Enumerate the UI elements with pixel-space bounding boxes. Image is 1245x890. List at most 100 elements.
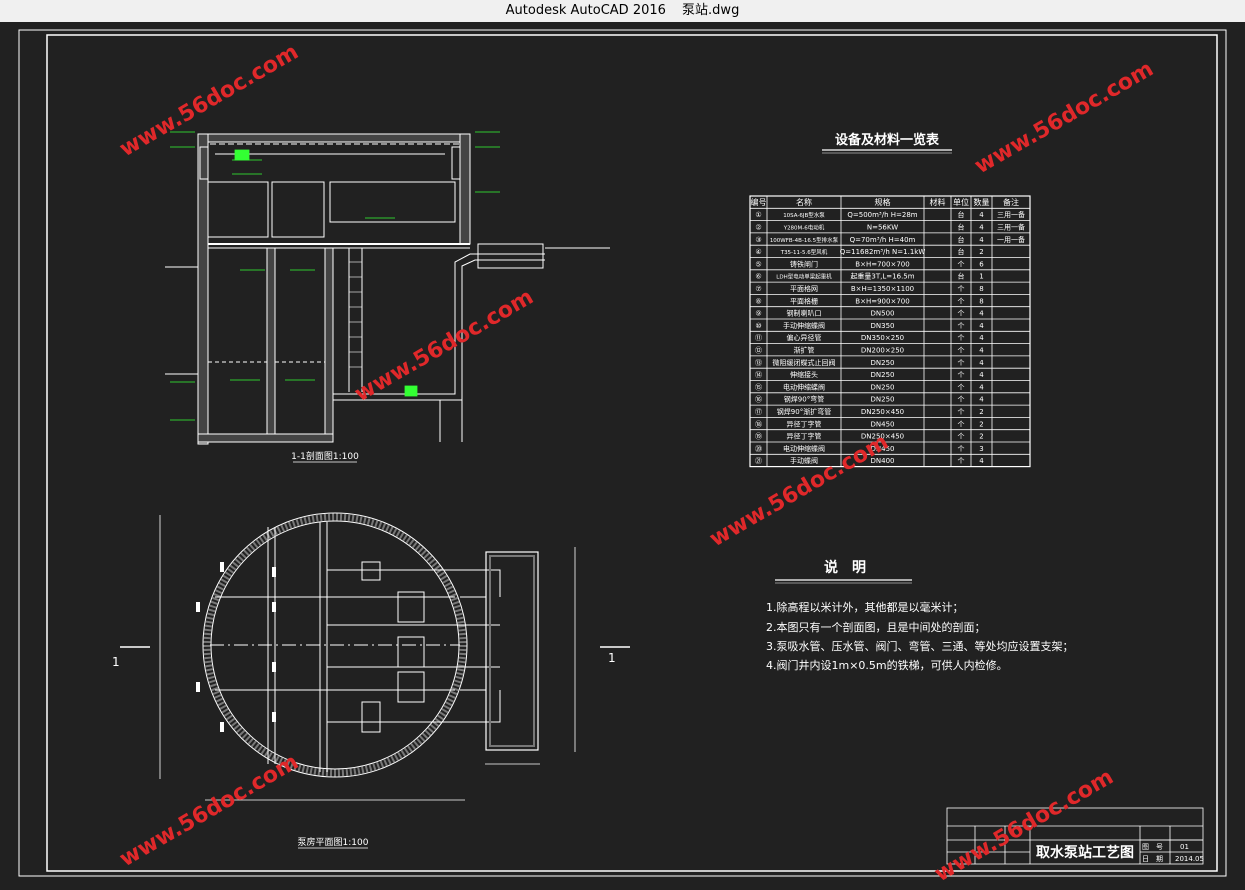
table-cell: 起重量3T,L=16.5m: [850, 273, 914, 281]
table-cell: 个: [958, 334, 965, 342]
table-cell: 个: [958, 457, 965, 465]
app-title: Autodesk AutoCAD 2016: [505, 3, 666, 18]
table-cell: Q=11682m³/h N=1.1kW: [840, 248, 926, 256]
table-cell: Y280M-6电动机: [783, 223, 825, 231]
table-cell: 一用一备: [997, 235, 1025, 244]
watermark-5: www.56doc.com: [116, 750, 303, 873]
table-cell: 2: [979, 248, 983, 256]
table-cell: 电动伸缩蝶阀: [783, 382, 825, 391]
table-header-cell: 数量: [974, 197, 990, 207]
table-cell: DN500: [871, 310, 895, 318]
table-cell: 个: [958, 285, 965, 293]
table-cell: ⑦: [755, 285, 761, 293]
table-cell: 3: [979, 445, 983, 453]
window-title-bar: Autodesk AutoCAD 2016 泵站.dwg: [0, 0, 1245, 22]
table-cell: 台: [958, 247, 965, 256]
title-block: [946, 807, 1204, 865]
date-label: 日 期: [1142, 855, 1163, 863]
table-cell: ②: [755, 223, 761, 231]
table-cell: 微阻缓闭蝶式止回阀: [773, 358, 836, 367]
table-cell: 异径丁字管: [787, 432, 822, 441]
table-cell: DN250: [871, 359, 895, 367]
section-view: [165, 133, 610, 445]
table-cell: 手动伸缩蝶阀: [783, 321, 825, 330]
plan-caption: 泵房平面图1:100: [298, 836, 369, 848]
table-cell: 个: [958, 433, 965, 441]
watermark-6: www.56doc.com: [931, 765, 1118, 886]
table-cell: 台: [958, 222, 965, 231]
table-cell: 个: [958, 371, 965, 379]
table-cell: 电动伸缩蝶阀: [783, 444, 825, 453]
table-cell: 1: [979, 273, 983, 281]
section-annotations: [170, 131, 500, 421]
section-caption: 1-1剖面图1:100: [291, 450, 359, 462]
table-cell: 伸缩接头: [790, 370, 818, 379]
table-cell: 钢焊90°弯管: [784, 395, 824, 404]
table-cell: 个: [958, 359, 965, 367]
table-cell: ⑩: [755, 322, 761, 330]
table-cell: ⑬: [755, 359, 762, 367]
table-title: 设备及材料一览表: [835, 132, 940, 148]
table-cell: DN200×250: [861, 346, 904, 354]
table-cell: ⑥: [755, 273, 761, 281]
table-cell: ⑧: [755, 297, 761, 305]
note-3: 3.泵吸水管、压水管、阀门、弯管、三通、等处均应设置支架；: [766, 639, 1074, 653]
table-cell: 个: [958, 260, 965, 268]
table-cell: 钢制喇叭口: [787, 309, 822, 318]
table-cell: 4: [979, 371, 984, 379]
table-cell: B×H=900×700: [855, 297, 909, 305]
table-cell: 6: [979, 260, 984, 268]
table-cell: Q=70m³/h H=40m: [850, 236, 916, 244]
table-header-cell: 备注: [1003, 197, 1019, 207]
table-cell: N=56KW: [867, 223, 898, 231]
table-cell: ⑱: [755, 420, 762, 428]
sheet-label: 图 号: [1142, 843, 1163, 851]
table-cell: 4: [979, 396, 984, 404]
table-cell: T35-11-5.6型风机: [780, 248, 828, 256]
table-header-cell: 规格: [875, 197, 891, 207]
drawing-canvas[interactable]: 1-1剖面图1:100 1 1: [0, 22, 1245, 887]
table-header-cell: 材料: [930, 197, 946, 207]
table-cell: DN450: [871, 445, 895, 453]
table-cell: 个: [958, 297, 965, 305]
table-cell: DN250×450: [861, 433, 904, 441]
note-1: 1.除高程以米计外，其他都是以毫米计；: [766, 600, 964, 614]
table-cell: 4: [979, 334, 984, 342]
table-cell: 台: [958, 235, 965, 244]
table-cell: DN400: [871, 457, 895, 465]
watermark-3: www.56doc.com: [351, 285, 538, 408]
file-name: 泵站.dwg: [682, 3, 740, 18]
table-cell: 4: [979, 457, 984, 465]
table-cell: 10SA-6JB型水泵: [783, 211, 825, 219]
table-cell: 4: [979, 310, 984, 318]
table-cell: ⑰: [755, 408, 762, 416]
table-cell: 个: [958, 310, 965, 318]
table-cell: 个: [958, 322, 965, 330]
table-cell: 异径丁字管: [787, 419, 822, 428]
table-cell: 2: [979, 408, 983, 416]
plan-details: [196, 562, 276, 732]
table-cell: ⑯: [755, 396, 762, 404]
section-marker-right: 1: [608, 651, 616, 665]
table-cell: 平面格栅: [790, 296, 818, 305]
table-header-cell: 编号: [751, 197, 767, 207]
table-cell: ⑪: [755, 334, 762, 342]
plan-view: [120, 512, 630, 801]
notes-title: 说 明: [824, 559, 866, 576]
table-header-cell: 单位: [953, 197, 969, 207]
table-cell: DN250: [871, 371, 895, 379]
table-cell: DN350×250: [861, 334, 904, 342]
notes-block: 说 明 1.除高程以米计外，其他都是以毫米计； 2.本图只有一个剖面图，且是中间…: [766, 559, 1074, 672]
table-cell: 渐扩管: [794, 345, 815, 354]
table-cell: 铸铁闸门: [790, 259, 818, 268]
table-cell: DN250: [871, 396, 895, 404]
table-cell: 个: [958, 383, 965, 391]
table-cell: DN250×450: [861, 408, 904, 416]
sheet-value: 01: [1180, 843, 1189, 851]
table-cell: ⑲: [755, 433, 762, 441]
table-cell: ⑤: [755, 260, 761, 268]
table-cell: 手动蝶阀: [790, 456, 818, 465]
table-cell: 4: [979, 383, 984, 391]
section-marker-left: 1: [112, 655, 120, 669]
